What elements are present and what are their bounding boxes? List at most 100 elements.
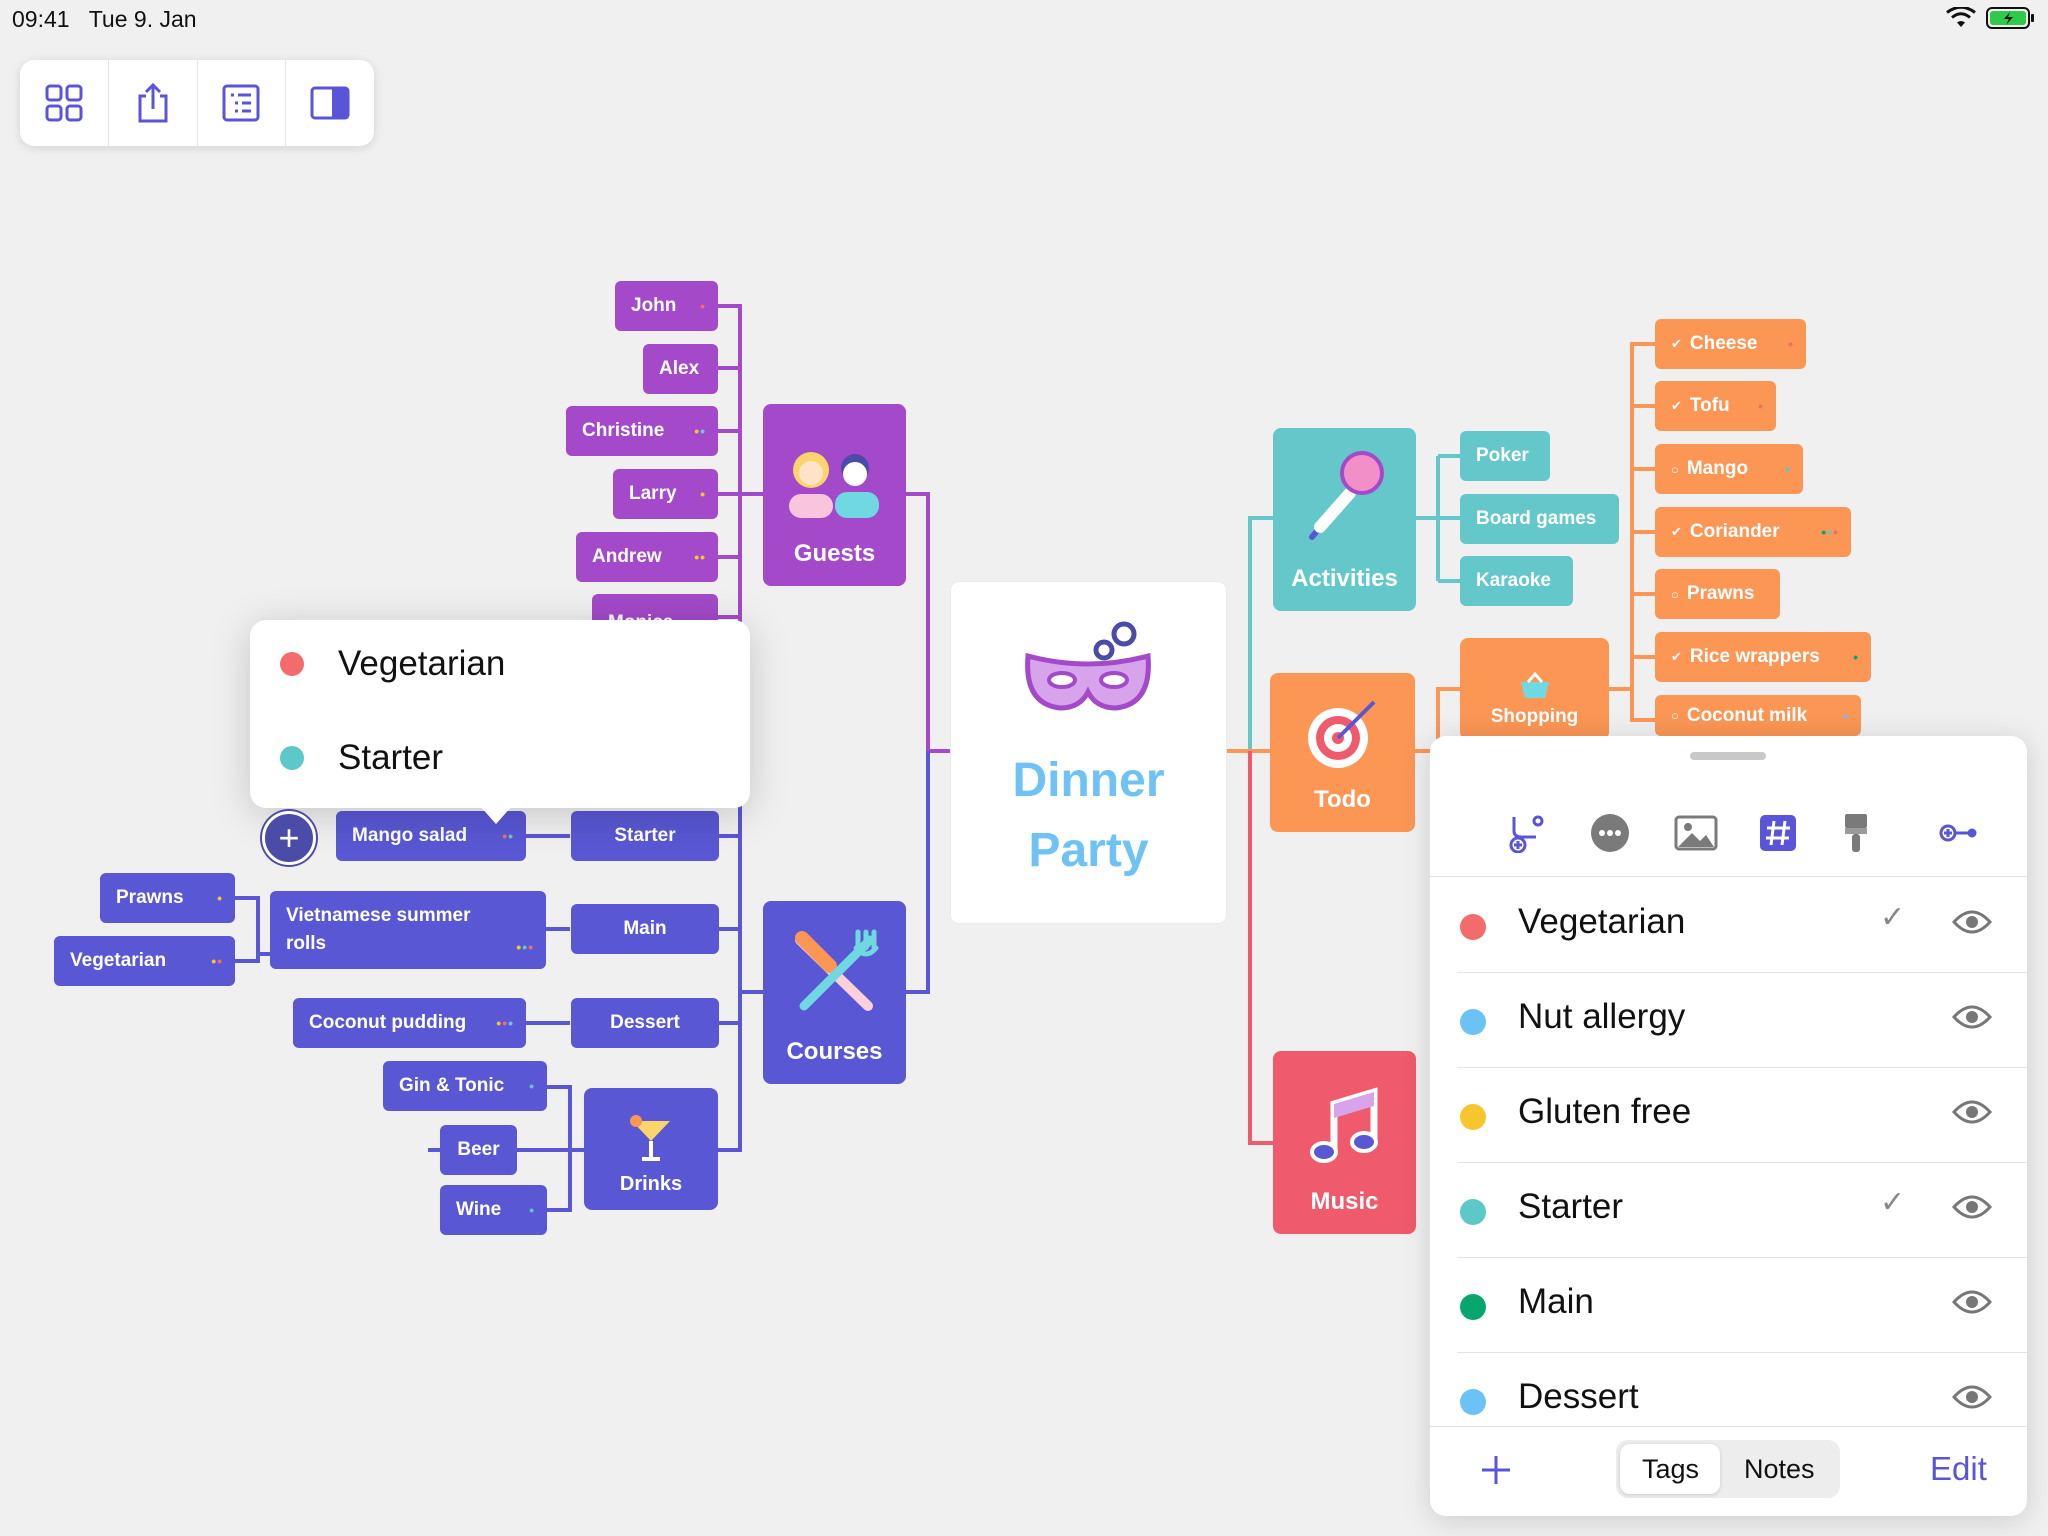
guest-node[interactable]: John• <box>615 281 718 331</box>
activity-node[interactable]: Poker <box>1460 431 1550 481</box>
circle-icon: ○ <box>1671 708 1679 723</box>
tag-color-dot <box>280 652 304 676</box>
shopping-item[interactable]: ✔Cheese• <box>1655 319 1806 369</box>
tag-name: Vegetarian <box>1518 902 1686 941</box>
tag-dots: • <box>217 890 223 906</box>
guest-node[interactable]: Andrew•• <box>576 532 718 582</box>
central-topic-node[interactable]: Dinner Party <box>951 582 1226 923</box>
tag-row-vegetarian[interactable]: Vegetarian ✓ <box>1430 878 2027 973</box>
guests-node[interactable]: Guests <box>763 404 906 586</box>
tab-more[interactable] <box>1580 798 1640 868</box>
shopping-item[interactable]: ✔Coriander••• <box>1655 507 1851 557</box>
battery-icon <box>1986 7 2034 29</box>
tab-tags[interactable] <box>1748 798 1808 868</box>
guests-label: Guests <box>793 540 876 567</box>
shopping-item-label: Coconut milk <box>1686 704 1808 726</box>
sidebar-toggle-button[interactable] <box>286 60 374 146</box>
tab-tags-label[interactable]: Tags <box>1642 1454 1700 1484</box>
eye-icon[interactable] <box>1952 1193 1992 1221</box>
top-toolbar <box>20 60 374 146</box>
central-topic-title: Dinner Party <box>989 746 1189 886</box>
popover-tag-label: Vegetarian <box>338 644 506 683</box>
tag-row-nut-allergy[interactable]: Nut allergy <box>1430 973 2027 1068</box>
people-icon <box>788 452 879 518</box>
tag-color-dot <box>1460 1294 1486 1320</box>
tags-notes-segmented-control: Tags Notes <box>1616 1440 1840 1498</box>
eye-icon[interactable] <box>1952 908 1992 936</box>
dish-label: Vegetarian <box>70 950 167 971</box>
course-dessert-node[interactable]: Dessert <box>571 998 719 1048</box>
dish-label-line2: rolls <box>286 933 327 954</box>
tag-row-starter[interactable]: Starter ✓ <box>1430 1163 2027 1258</box>
target-icon <box>1307 700 1375 768</box>
eye-icon[interactable] <box>1952 1288 1992 1316</box>
tag-dots: • <box>1853 649 1859 665</box>
guest-node[interactable]: Alex <box>643 344 718 394</box>
dish-node[interactable]: Vegetarian•• <box>54 936 235 986</box>
eye-icon[interactable] <box>1952 1383 1992 1411</box>
activity-node[interactable]: Board games <box>1460 494 1619 544</box>
music-note-icon <box>1309 1087 1378 1163</box>
dish-node[interactable]: Prawns• <box>100 873 235 923</box>
todo-node[interactable]: Todo <box>1270 673 1415 832</box>
popover-tag-row[interactable]: Vegetarian <box>280 644 505 684</box>
courses-node[interactable]: Courses <box>763 901 906 1084</box>
drink-node[interactable]: Beer <box>440 1125 517 1175</box>
activities-node[interactable]: Activities <box>1273 428 1416 611</box>
shopping-node[interactable]: Shopping <box>1460 638 1609 740</box>
basket-icon <box>1520 672 1549 698</box>
drink-node[interactable]: Gin & Tonic• <box>383 1061 547 1111</box>
tab-relations[interactable] <box>1928 798 1988 868</box>
checkmark-icon: ✔ <box>1671 649 1682 664</box>
tag-name: Starter <box>1518 1187 1624 1226</box>
checkmark-icon: ✔ <box>1671 524 1682 539</box>
guest-node[interactable]: Christine•• <box>566 406 718 456</box>
music-label: Music <box>1310 1188 1379 1215</box>
tag-row-dessert[interactable]: Dessert <box>1430 1353 2027 1448</box>
grid-view-button[interactable] <box>20 60 109 146</box>
image-icon <box>1674 815 1718 851</box>
activity-node[interactable]: Karaoke <box>1460 556 1573 606</box>
cutlery-icon <box>794 929 878 1011</box>
eye-icon[interactable] <box>1952 1098 1992 1126</box>
course-main-node[interactable]: Main <box>571 904 719 954</box>
checkmark-icon: ✔ <box>1671 336 1682 351</box>
eye-icon[interactable] <box>1952 1003 1992 1031</box>
more-icon <box>1591 814 1629 852</box>
sidebar-icon <box>310 86 350 120</box>
add-tag-icon[interactable] <box>1480 1454 1512 1486</box>
tab-notes-label[interactable]: Notes <box>1744 1454 1815 1484</box>
guest-name: Christine <box>582 420 665 441</box>
inspector-panel: Vegetarian ✓ Nut allergy Gluten free Sta… <box>1430 736 2027 1516</box>
edit-button[interactable]: Edit <box>1930 1450 1987 1487</box>
shopping-item[interactable]: ○Mango• <box>1655 444 1803 494</box>
tab-connections[interactable] <box>1496 798 1556 868</box>
shopping-item[interactable]: ✔Rice wrappers• <box>1655 632 1871 682</box>
dish-node[interactable]: Coconut pudding••• <box>293 998 526 1048</box>
shopping-item[interactable]: ○Prawns <box>1655 569 1780 619</box>
node-tags-popover: Vegetarian Starter <box>250 620 750 808</box>
panel-grabber[interactable] <box>1690 752 1766 760</box>
shopping-item[interactable]: ✔Tofu• <box>1655 381 1776 431</box>
tag-dots: • <box>1785 461 1791 477</box>
guest-node[interactable]: Larry• <box>613 469 718 519</box>
share-button[interactable] <box>109 60 198 146</box>
row-divider <box>1457 1257 2027 1258</box>
circle-icon: ○ <box>1671 461 1679 477</box>
popover-tag-row[interactable]: Starter <box>280 738 443 778</box>
course-starter-node[interactable]: Starter <box>571 811 719 861</box>
tag-row-main[interactable]: Main <box>1430 1258 2027 1353</box>
drinks-node[interactable]: Drinks <box>584 1088 718 1210</box>
divider <box>1430 1426 2027 1427</box>
activity-label: Poker <box>1476 445 1529 466</box>
tab-image[interactable] <box>1666 798 1726 868</box>
music-node[interactable]: Music <box>1273 1051 1416 1234</box>
tab-style[interactable] <box>1826 798 1886 868</box>
drink-node[interactable]: Wine• <box>440 1185 547 1235</box>
tag-row-gluten-free[interactable]: Gluten free <box>1430 1068 2027 1163</box>
outline-button[interactable] <box>198 60 287 146</box>
shopping-item[interactable]: ○Coconut milk• <box>1655 695 1861 736</box>
activity-label: Karaoke <box>1476 570 1551 591</box>
add-node-button[interactable]: + <box>262 811 316 865</box>
